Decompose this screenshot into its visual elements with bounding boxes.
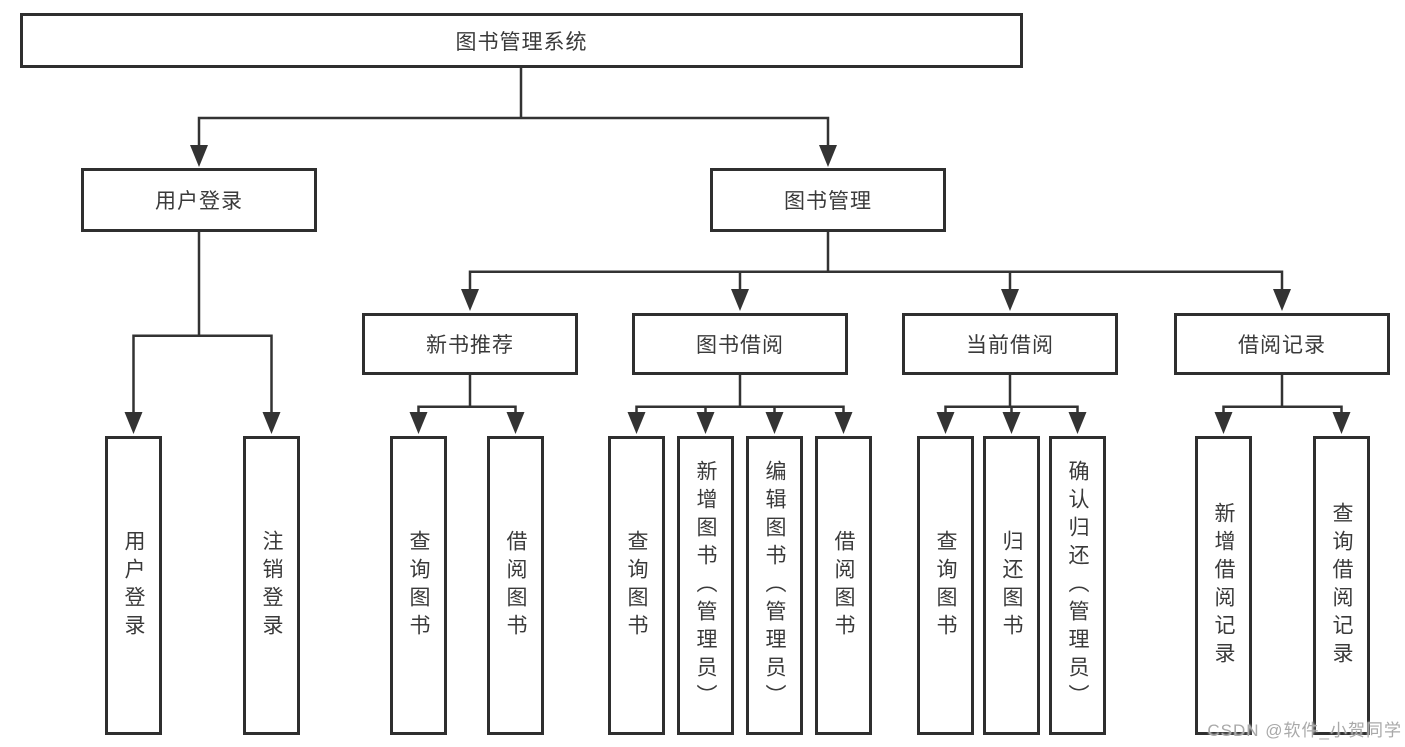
node-book-management-label: 图书管理 [784, 190, 872, 213]
node-book-borrow: 图书借阅 [632, 313, 848, 375]
leaf-query-borrow-record: 查询借阅记录 [1313, 436, 1370, 735]
leaf-borrow-book: 借阅图书 [815, 436, 872, 735]
node-book-borrow-label: 图书借阅 [696, 334, 784, 357]
leaf-logout-label: 注销登录 [260, 529, 283, 642]
node-root-label: 图书管理系统 [455, 30, 588, 54]
leaf-user-login-label: 用户登录 [122, 529, 145, 642]
leaf-add-borrow-record: 新增借阅记录 [1195, 436, 1252, 735]
leaf-confirm-return-admin: 确认归还（管理员） [1049, 436, 1106, 735]
node-book-management: 图书管理 [710, 168, 946, 232]
leaf-add-borrow-record-label: 新增借阅记录 [1212, 501, 1235, 670]
leaf-borrow-book-newbook: 借阅图书 [487, 436, 544, 735]
node-current-borrow: 当前借阅 [902, 313, 1118, 375]
leaf-return-book: 归还图书 [983, 436, 1040, 735]
leaf-edit-book-admin: 编辑图书（管理员） [746, 436, 803, 735]
leaf-borrow-book-newbook-label: 借阅图书 [504, 529, 527, 642]
leaf-query-book-newbook: 查询图书 [390, 436, 447, 735]
leaf-borrow-book-label: 借阅图书 [832, 529, 855, 642]
leaf-add-book-admin: 新增图书（管理员） [677, 436, 734, 735]
leaf-query-borrow-record-label: 查询借阅记录 [1330, 501, 1353, 670]
node-borrow-records: 借阅记录 [1174, 313, 1390, 375]
node-new-book-recommend-label: 新书推荐 [426, 334, 514, 357]
leaf-query-book-borrow: 查询图书 [608, 436, 665, 735]
leaf-query-book-current-label: 查询图书 [934, 529, 957, 642]
leaf-return-book-label: 归还图书 [1000, 529, 1023, 642]
leaf-logout: 注销登录 [243, 436, 300, 735]
leaf-add-book-admin-label: 新增图书（管理员） [694, 459, 717, 712]
leaf-edit-book-admin-label: 编辑图书（管理员） [763, 459, 786, 712]
node-user-login-label: 用户登录 [155, 190, 243, 213]
leaf-confirm-return-admin-label: 确认归还（管理员） [1066, 459, 1089, 712]
node-borrow-records-label: 借阅记录 [1238, 334, 1326, 357]
leaf-query-book-current: 查询图书 [917, 436, 974, 735]
node-user-login: 用户登录 [81, 168, 317, 232]
leaf-user-login: 用户登录 [105, 436, 162, 735]
csdn-watermark: CSDN @软件_小贺同学 [1207, 721, 1402, 740]
node-new-book-recommend: 新书推荐 [362, 313, 578, 375]
node-root: 图书管理系统 [20, 13, 1023, 68]
leaf-query-book-borrow-label: 查询图书 [625, 529, 648, 642]
leaf-query-book-newbook-label: 查询图书 [407, 529, 430, 642]
node-current-borrow-label: 当前借阅 [966, 334, 1054, 357]
